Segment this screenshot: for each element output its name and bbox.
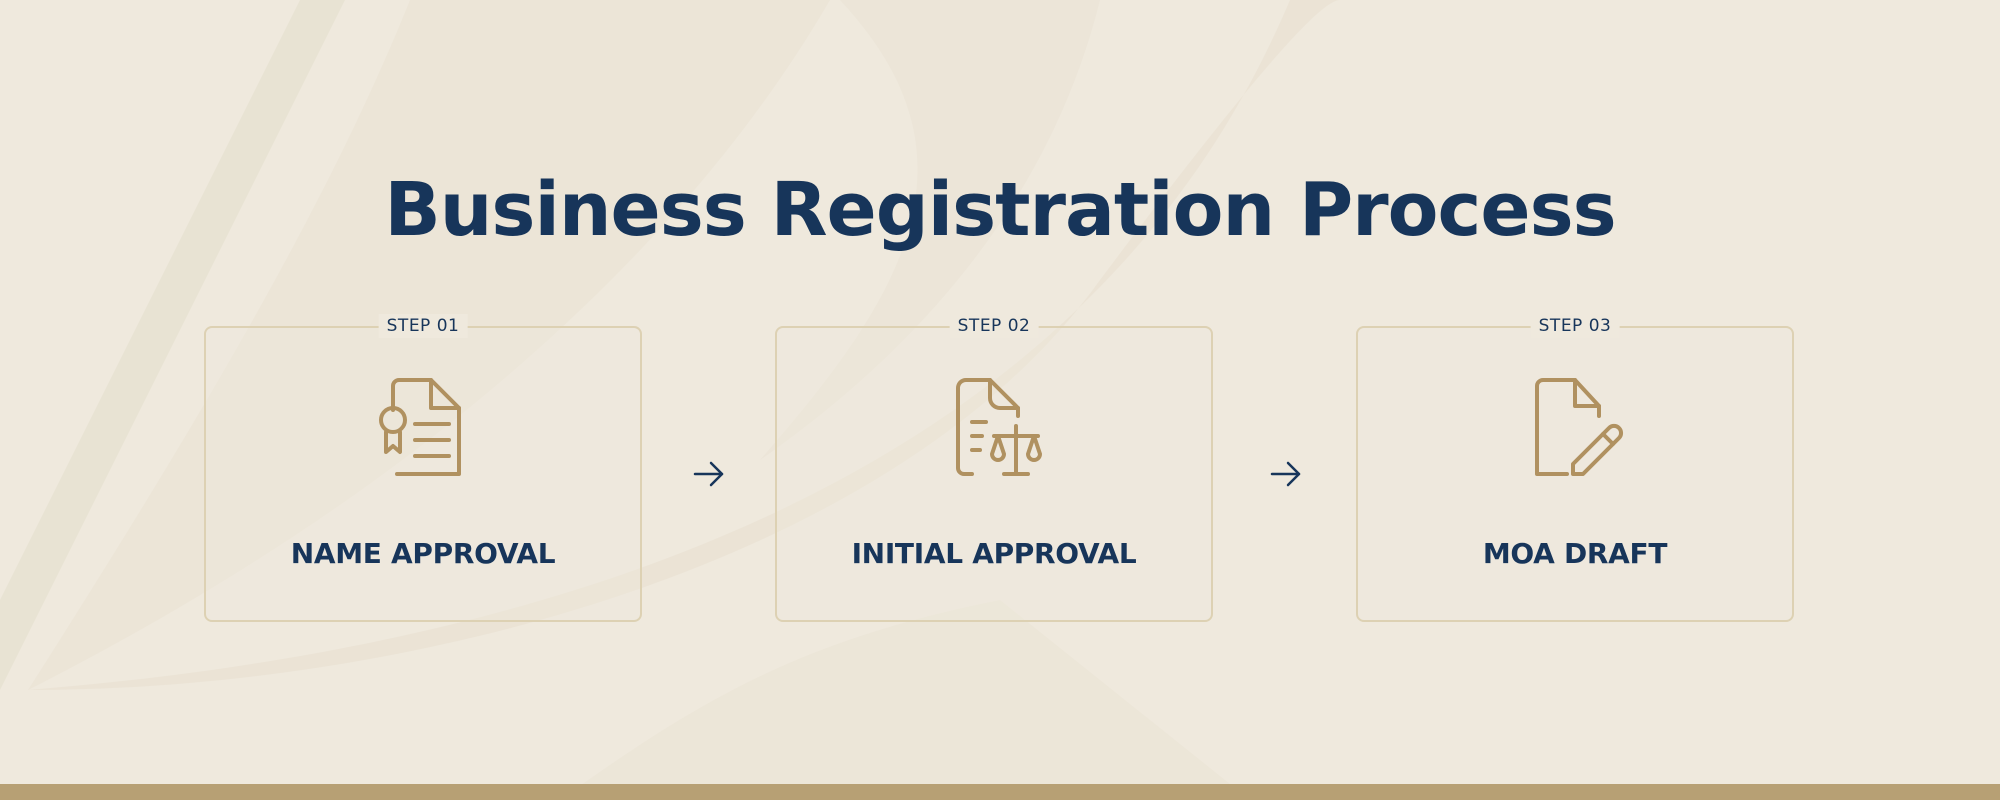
step-title: NAME APPROVAL — [290, 537, 556, 570]
step-label: STEP 02 — [949, 314, 1039, 338]
step-title: MOA DRAFT — [1482, 537, 1668, 570]
edit-document-icon — [1535, 378, 1624, 476]
arrow-right-icon — [693, 461, 724, 487]
page-title: Business Registration Process — [384, 167, 1616, 253]
legal-document-scale-icon — [956, 378, 1042, 476]
step-card-name-approval[interactable]: STEP 01 NAME APPROVAL — [204, 314, 642, 622]
certificate-document-icon — [379, 378, 461, 476]
step-label: STEP 03 — [1530, 314, 1620, 338]
step-title: INITIAL APPROVAL — [851, 537, 1137, 570]
footer-accent-bar — [0, 784, 2000, 800]
step-card-moa-draft[interactable]: STEP 03 MOA DRAFT — [1356, 314, 1794, 622]
arrow-right-icon — [1270, 461, 1301, 487]
step-label: STEP 01 — [378, 314, 468, 338]
step-card-initial-approval[interactable]: STEP 02 INITIAL APPROVAL — [775, 314, 1213, 622]
